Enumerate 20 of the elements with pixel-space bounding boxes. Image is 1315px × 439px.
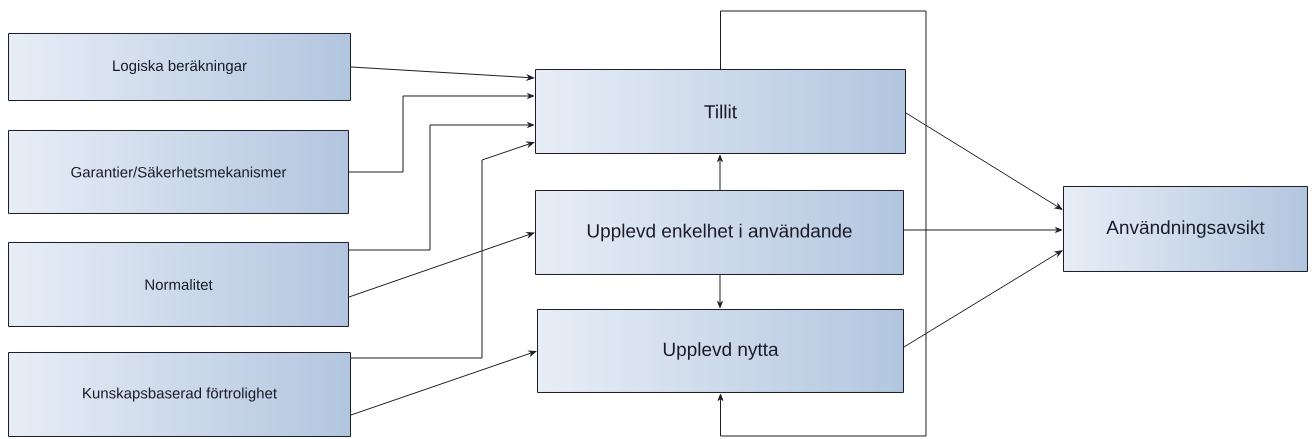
arrow: [717, 154, 723, 191]
process-box: Garantier/Säkerhetsmekanismer: [8, 130, 349, 214]
arrow: [350, 350, 537, 416]
process-box: Logiska beräkningar: [8, 33, 351, 101]
arrow: [350, 141, 535, 359]
arrow: [717, 274, 723, 309]
arrow: [348, 232, 535, 298]
process-box: Upplevd nytta: [537, 309, 904, 393]
arrow: [903, 250, 1063, 348]
process-box: Upplevd enkelhet i användande: [535, 190, 904, 275]
arrow: [903, 227, 1063, 233]
arrow: [717, 10, 927, 437]
process-box: Normalitet: [8, 242, 349, 327]
arrow: [348, 122, 535, 251]
process-box: Kunskapsbaserad förtrolighet: [8, 352, 351, 437]
arrow: [348, 93, 535, 173]
arrow: [905, 112, 1063, 210]
process-box: Tillit: [535, 69, 906, 154]
process-box: Användningsavsikt: [1063, 186, 1308, 272]
arrow: [350, 66, 535, 81]
